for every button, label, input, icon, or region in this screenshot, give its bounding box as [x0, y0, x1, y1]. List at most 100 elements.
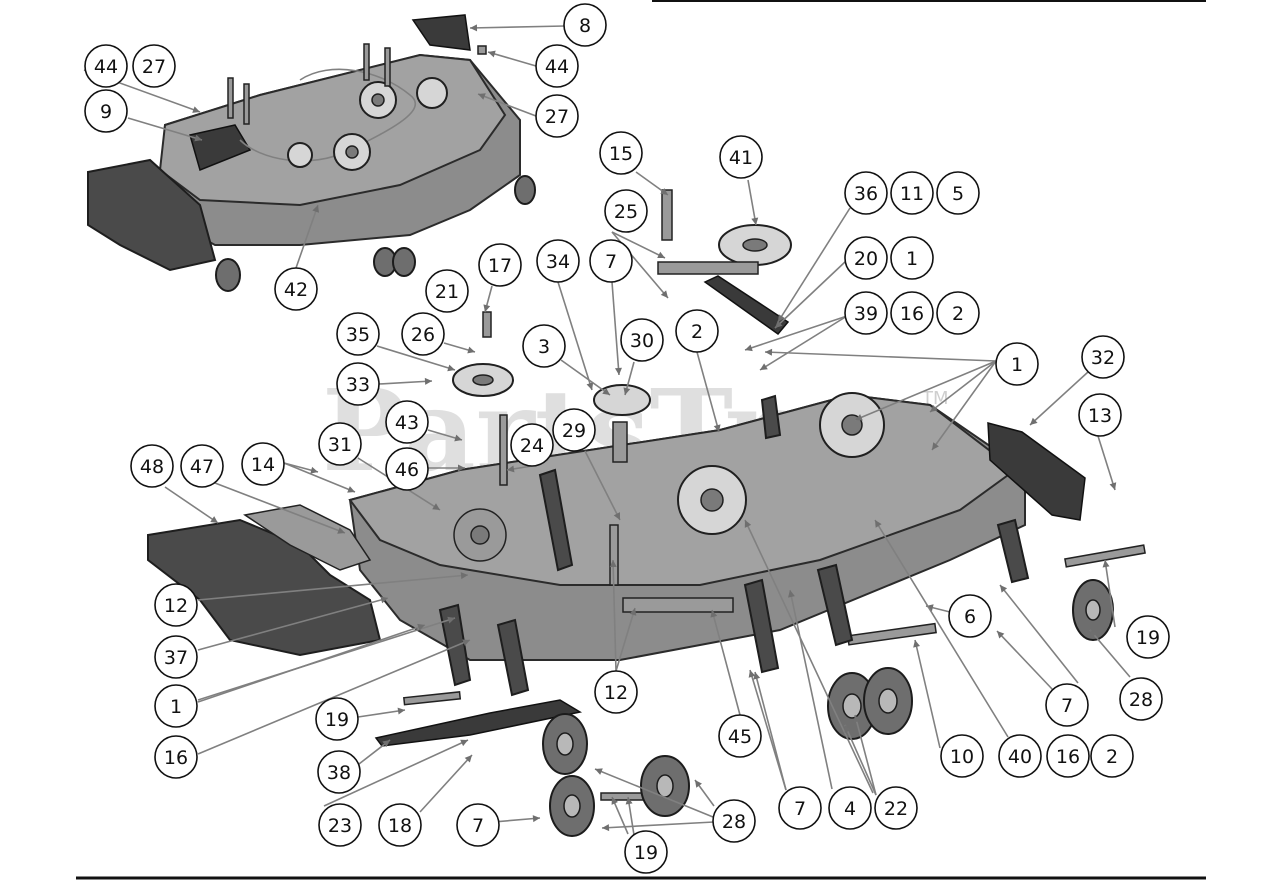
callout-circle: [589, 239, 633, 283]
callout-circle: [385, 400, 429, 444]
callout-5[interactable]: 5: [936, 171, 980, 215]
callout-7[interactable]: 7: [1045, 683, 1089, 727]
leader-arrowhead: [913, 640, 920, 648]
callout-34[interactable]: 34: [536, 239, 580, 283]
callout-number: 2: [691, 321, 703, 343]
callout-18[interactable]: 18: [378, 803, 422, 847]
callout-30[interactable]: 30: [620, 318, 664, 362]
callout-number: 8: [579, 15, 591, 37]
callout-14[interactable]: 14: [241, 442, 285, 486]
main-deck-illustration: [147, 189, 1146, 837]
callout-44[interactable]: 44: [84, 44, 128, 88]
callout-number: 5: [952, 183, 964, 205]
pulley-bolt: [482, 311, 492, 338]
callout-37[interactable]: 37: [154, 635, 198, 679]
callout-circle: [936, 171, 980, 215]
callout-circle: [599, 131, 643, 175]
callout-12[interactable]: 12: [154, 583, 198, 627]
leader-line: [378, 380, 433, 385]
callout-39[interactable]: 39: [844, 291, 888, 335]
callout-16[interactable]: 16: [154, 735, 198, 779]
inset-wheel-3: [392, 247, 416, 277]
leader-arrowhead: [1090, 630, 1098, 638]
callout-32[interactable]: 32: [1081, 335, 1125, 379]
callout-31[interactable]: 31: [318, 422, 362, 466]
callout-8[interactable]: 8: [563, 3, 607, 47]
callout-22[interactable]: 22: [874, 786, 918, 830]
callout-number: 41: [729, 147, 753, 169]
callout-17[interactable]: 17: [478, 243, 522, 287]
callout-1[interactable]: 1: [995, 342, 1039, 386]
callout-number: 12: [164, 595, 188, 617]
callout-15[interactable]: 15: [599, 131, 643, 175]
callout-13[interactable]: 13: [1078, 393, 1122, 437]
callout-10[interactable]: 10: [940, 734, 984, 778]
callout-26[interactable]: 26: [401, 312, 445, 356]
callout-2[interactable]: 2: [675, 309, 719, 353]
callout-19[interactable]: 19: [1126, 615, 1170, 659]
leader-arrowhead: [470, 24, 478, 32]
callout-36[interactable]: 36: [844, 171, 888, 215]
callout-28[interactable]: 28: [712, 799, 756, 843]
rear-axle-rod: [846, 622, 937, 646]
callout-44[interactable]: 44: [535, 44, 579, 88]
callout-16[interactable]: 16: [890, 291, 934, 335]
callout-circle: [536, 239, 580, 283]
callout-number: 19: [634, 842, 658, 864]
leader-arrowhead: [611, 797, 618, 805]
callout-9[interactable]: 9: [84, 89, 128, 133]
callout-27[interactable]: 27: [132, 44, 176, 88]
callout-33[interactable]: 33: [336, 362, 380, 406]
leader-line: [557, 281, 593, 391]
callout-48[interactable]: 48: [130, 444, 174, 488]
callout-3[interactable]: 3: [522, 324, 566, 368]
callout-42[interactable]: 42: [274, 267, 318, 311]
callout-47[interactable]: 47: [180, 444, 224, 488]
callout-1[interactable]: 1: [154, 684, 198, 728]
callout-35[interactable]: 35: [336, 312, 380, 356]
callout-2[interactable]: 2: [936, 291, 980, 335]
callout-2[interactable]: 2: [1090, 734, 1134, 778]
callout-circle: [154, 583, 198, 627]
callout-6[interactable]: 6: [948, 594, 992, 638]
callout-23[interactable]: 23: [318, 803, 362, 847]
callout-41[interactable]: 41: [719, 135, 763, 179]
callout-40[interactable]: 40: [998, 734, 1042, 778]
callout-7[interactable]: 7: [778, 786, 822, 830]
leader-arrowhead: [751, 217, 759, 225]
callout-24[interactable]: 24: [510, 423, 554, 467]
callout-circle: [315, 697, 359, 741]
callout-27[interactable]: 27: [535, 94, 579, 138]
callout-circle: [675, 309, 719, 353]
callout-12[interactable]: 12: [594, 670, 638, 714]
callout-46[interactable]: 46: [385, 447, 429, 491]
callout-45[interactable]: 45: [718, 714, 762, 758]
callout-28[interactable]: 28: [1119, 677, 1163, 721]
callout-29[interactable]: 29: [552, 408, 596, 452]
callout-19[interactable]: 19: [624, 830, 668, 874]
callout-16[interactable]: 16: [1046, 734, 1090, 778]
callout-19[interactable]: 19: [315, 697, 359, 741]
callout-number: 27: [545, 106, 569, 128]
callout-circle: [778, 786, 822, 830]
leader-line: [747, 179, 757, 226]
callout-number: 4: [844, 798, 856, 820]
callout-25[interactable]: 25: [604, 189, 648, 233]
leader-line: [874, 519, 1009, 738]
front-rod: [622, 597, 734, 613]
callout-number: 13: [1088, 405, 1112, 427]
callout-number: 20: [854, 248, 878, 270]
leader-arrowhead: [447, 616, 455, 624]
callout-21[interactable]: 21: [425, 269, 469, 313]
callout-number: 34: [546, 251, 570, 273]
callout-1[interactable]: 1: [890, 236, 934, 280]
callout-20[interactable]: 20: [844, 236, 888, 280]
callout-7[interactable]: 7: [456, 803, 500, 847]
callout-43[interactable]: 43: [385, 400, 429, 444]
callout-38[interactable]: 38: [317, 750, 361, 794]
callout-circle: [1090, 734, 1134, 778]
callout-4[interactable]: 4: [828, 786, 872, 830]
callout-7[interactable]: 7: [589, 239, 633, 283]
callout-number: 44: [545, 56, 569, 78]
callout-11[interactable]: 11: [890, 171, 934, 215]
